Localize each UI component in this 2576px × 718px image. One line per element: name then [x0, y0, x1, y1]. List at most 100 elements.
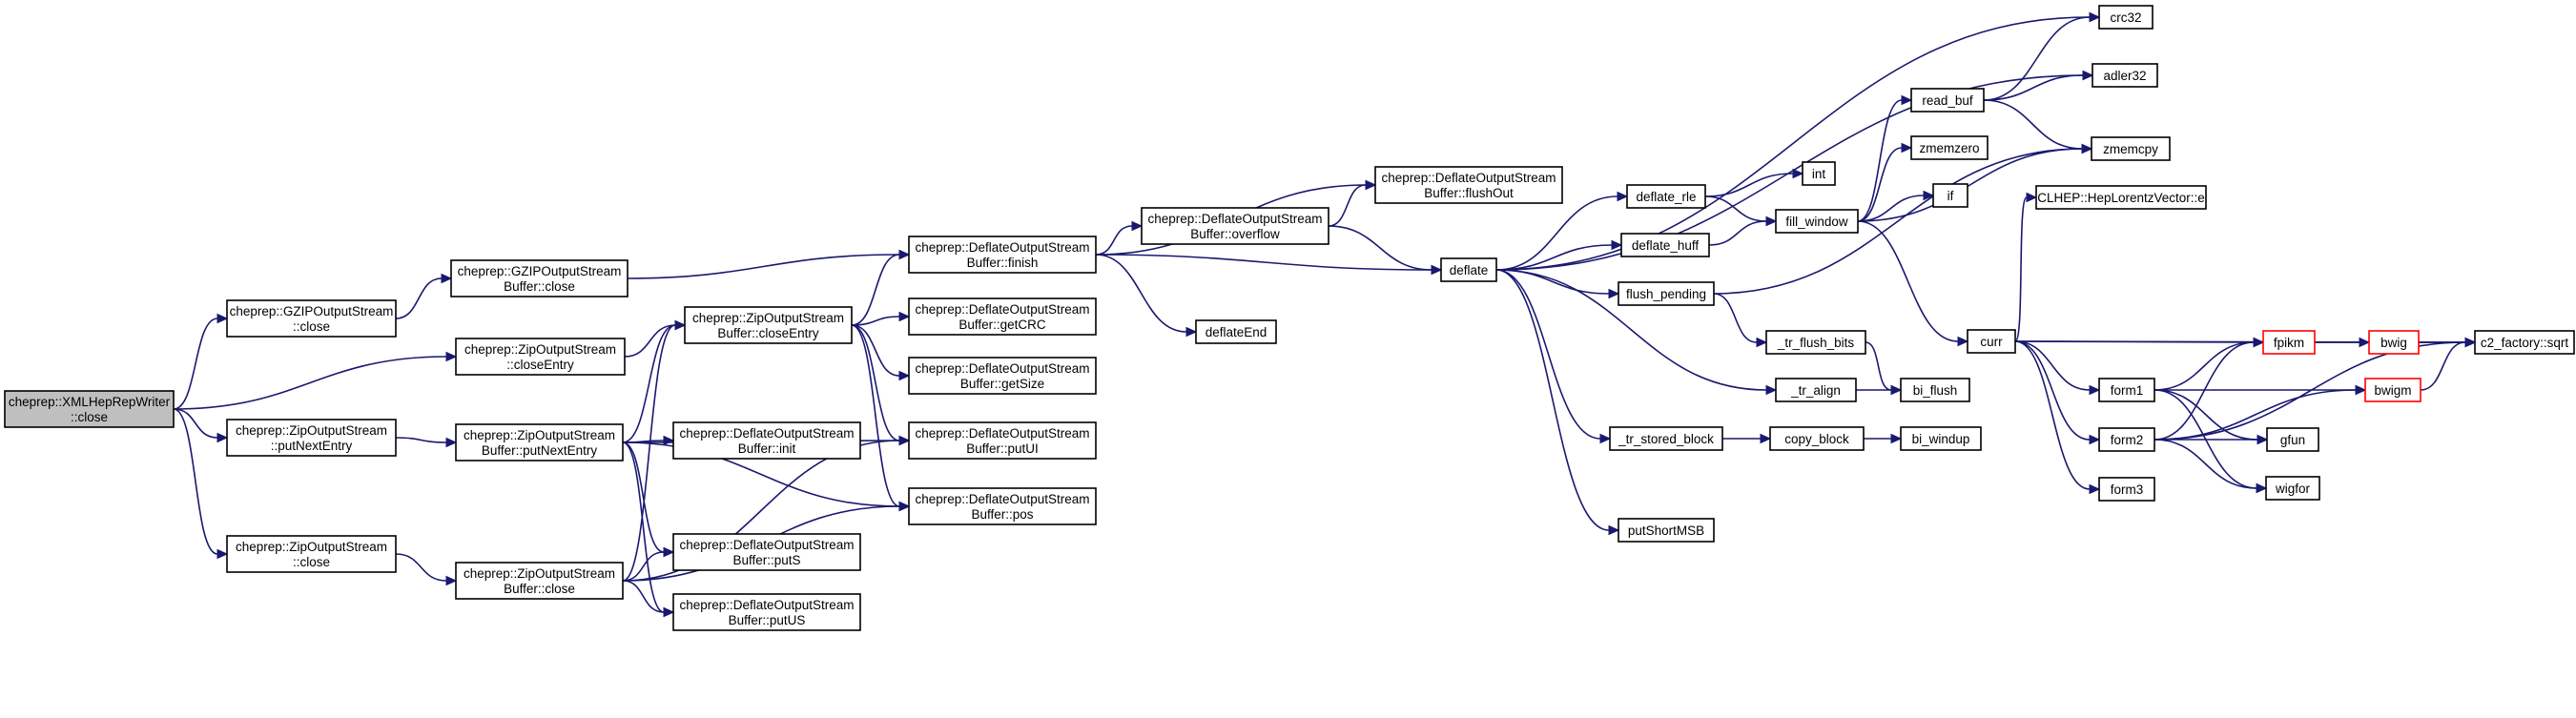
node-tr-flush-bits[interactable]: _tr_flush_bits: [1765, 330, 1866, 355]
node-gfun[interactable]: gfun: [2266, 427, 2319, 452]
node-def-getSize[interactable]: cheprep::DeflateOutputStreamBuffer::getS…: [908, 357, 1097, 395]
edge-curr-to-form2: [2014, 340, 2101, 445]
node-label: cheprep::DeflateOutputStream: [679, 598, 854, 612]
node-bi-windup[interactable]: bi_windup: [1900, 426, 1982, 451]
node-bwig[interactable]: bwig: [2368, 330, 2420, 355]
node-label: read_buf: [1922, 93, 1973, 108]
node-deflateEnd[interactable]: deflateEnd: [1195, 319, 1277, 344]
node-gzip-close[interactable]: cheprep::GZIPOutputStream::close: [226, 299, 397, 338]
node-form1[interactable]: form1: [2098, 378, 2155, 402]
node-label: bi_windup: [1912, 432, 1970, 446]
node-fpikm[interactable]: fpikm: [2262, 330, 2316, 355]
node-label: ::close: [293, 555, 330, 569]
node-label: _tr_stored_block: [1618, 432, 1714, 446]
node-tr-stored-block[interactable]: _tr_stored_block: [1609, 426, 1723, 451]
node-label: cheprep::GZIPOutputStream: [458, 264, 622, 278]
edge-zip-putNextEntry-to-zipbuf-putNextEntry: [395, 437, 458, 448]
node-label: int: [1812, 167, 1826, 181]
edge-read-buf-to-adler32: [1983, 70, 2094, 101]
node-def-putUI[interactable]: cheprep::DeflateOutputStreamBuffer::putU…: [908, 421, 1097, 460]
node-label: ::close: [293, 319, 330, 334]
edge-gzipbuf-close-to-def-finish: [627, 249, 911, 279]
node-curr[interactable]: curr: [1967, 329, 2016, 354]
node-form2[interactable]: form2: [2098, 427, 2155, 452]
edge-zipbuf-closeEntry-to-def-pos: [851, 324, 911, 512]
node-hep-e[interactable]: CLHEP::HepLorentzVector::e: [2035, 185, 2207, 210]
node-label: Buffer::getSize: [960, 377, 1044, 391]
edge-read-buf-to-zmemcpy: [1983, 99, 2093, 154]
edge-zipbuf-close-to-zipbuf-closeEntry: [622, 319, 687, 582]
node-deflate-huff[interactable]: deflate_huff: [1620, 233, 1710, 257]
edge-zipbuf-closeEntry-to-def-getCRC: [851, 311, 911, 326]
node-flush-pending[interactable]: flush_pending: [1618, 281, 1715, 306]
edge-def-finish-to-deflate: [1095, 254, 1443, 276]
node-def-finish[interactable]: cheprep::DeflateOutputStreamBuffer::fini…: [908, 236, 1097, 274]
node-label: fill_window: [1785, 215, 1848, 229]
node-label: cheprep::DeflateOutputStream: [1381, 171, 1556, 185]
node-zipbuf-closeEntry[interactable]: cheprep::ZipOutputStreamBuffer::closeEnt…: [684, 306, 853, 344]
node-label: cheprep::XMLHepRepWriter: [9, 395, 171, 409]
edge-tr-stored-block-to-copy-block: [1721, 433, 1772, 444]
node-label: adler32: [2103, 69, 2146, 83]
node-bi-flush[interactable]: bi_flush: [1900, 378, 1970, 402]
node-zip-putNextEntry[interactable]: cheprep::ZipOutputStream::putNextEntry: [226, 419, 397, 457]
node-label: Buffer::putUI: [966, 441, 1039, 456]
edge-form2-to-fpikm: [2154, 337, 2265, 441]
node-label: cheprep::DeflateOutputStream: [915, 302, 1089, 317]
node-form3[interactable]: form3: [2098, 477, 2155, 502]
node-label: form2: [2111, 433, 2144, 447]
node-def-putUS[interactable]: cheprep::DeflateOutputStreamBuffer::putU…: [672, 593, 861, 631]
node-copy-block[interactable]: copy_block: [1769, 426, 1865, 451]
edge-zipbuf-closeEntry-to-def-getSize: [851, 324, 911, 381]
node-def-getCRC[interactable]: cheprep::DeflateOutputStreamBuffer::getC…: [908, 297, 1097, 336]
node-def-overflow[interactable]: cheprep::DeflateOutputStreamBuffer::over…: [1141, 207, 1329, 245]
node-zmemzero[interactable]: zmemzero: [1910, 135, 1989, 160]
edge-deflate-rle-to-int: [1704, 168, 1804, 197]
node-label: Buffer::close: [504, 279, 575, 294]
node-fill-window[interactable]: fill_window: [1775, 209, 1859, 234]
node-crc32[interactable]: crc32: [2098, 5, 2154, 30]
node-deflate[interactable]: deflate: [1440, 257, 1497, 282]
edge-form1-to-bwigm: [2154, 384, 2367, 396]
edge-zipbuf-close-to-def-putUS: [622, 580, 675, 618]
node-zipbuf-putNextEntry[interactable]: cheprep::ZipOutputStreamBuffer::putNextE…: [455, 423, 624, 462]
edge-deflate-to-deflate-huff: [1495, 239, 1623, 271]
edge-def-overflow-to-deflate: [1328, 225, 1443, 276]
edge-root-to-zip-close: [173, 408, 229, 560]
edge-deflate-to-deflate-rle: [1495, 191, 1629, 271]
node-if[interactable]: if: [1932, 183, 1968, 208]
node-zip-close[interactable]: cheprep::ZipOutputStream::close: [226, 535, 397, 573]
node-label: Buffer::overflow: [1190, 227, 1280, 241]
node-c2-sqrt[interactable]: c2_factory::sqrt: [2474, 330, 2575, 355]
node-int[interactable]: int: [1802, 161, 1836, 186]
node-label: bi_flush: [1913, 383, 1958, 398]
node-label: Buffer::finish: [967, 256, 1039, 270]
edge-flush-pending-to-tr-flush-bits: [1713, 293, 1768, 348]
node-zmemcpy[interactable]: zmemcpy: [2091, 136, 2171, 161]
node-root[interactable]: cheprep::XMLHepRepWriter::close: [4, 390, 175, 428]
node-label: deflate_rle: [1636, 190, 1696, 204]
node-label: form3: [2111, 482, 2144, 497]
edge-def-finish-to-def-overflow: [1095, 220, 1144, 256]
node-bwigm[interactable]: bwigm: [2364, 378, 2421, 402]
node-label: cheprep::DeflateOutputStream: [1147, 212, 1322, 226]
node-label: Buffer::init: [738, 441, 796, 456]
node-putShortMSB[interactable]: putShortMSB: [1618, 518, 1715, 543]
edge-deflate-to-tr-align: [1495, 269, 1778, 396]
node-adler32[interactable]: adler32: [2092, 63, 2158, 88]
edge-fill-window-to-if: [1857, 190, 1935, 222]
node-read-buf[interactable]: read_buf: [1910, 88, 1985, 113]
node-wigfor[interactable]: wigfor: [2265, 476, 2320, 501]
node-zip-closeEntry[interactable]: cheprep::ZipOutputStream::closeEntry: [455, 338, 626, 376]
node-def-flushOut[interactable]: cheprep::DeflateOutputStreamBuffer::flus…: [1374, 166, 1563, 204]
edge-curr-to-hep-e: [2014, 192, 2038, 342]
node-label: cheprep::DeflateOutputStream: [679, 426, 854, 441]
node-deflate-rle[interactable]: deflate_rle: [1626, 184, 1706, 209]
node-tr-align[interactable]: _tr_align: [1775, 378, 1857, 402]
edge-bwigm-to-c2-sqrt: [2420, 337, 2477, 391]
